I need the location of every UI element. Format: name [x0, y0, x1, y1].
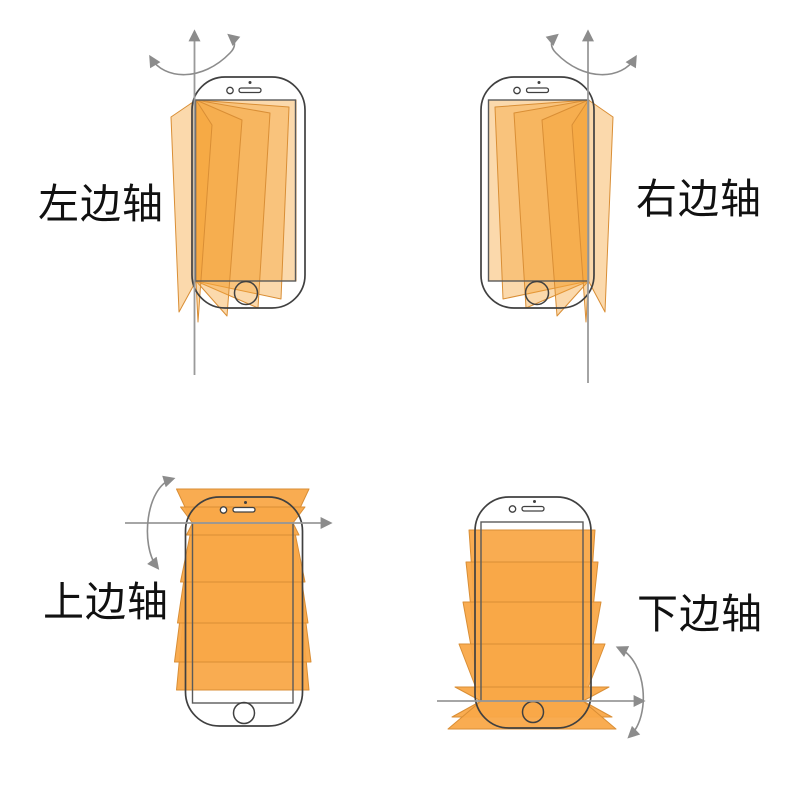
bottom-axis-label: 下边轴: [637, 591, 763, 637]
rotation-arc-arrow-icon: [149, 33, 241, 76]
camera-icon: [219, 506, 228, 514]
home-button-icon: [524, 280, 550, 306]
right-axis-label: 右边轴: [636, 176, 762, 222]
speaker-icon: [232, 506, 256, 513]
rotation-arc-arrow-icon: [545, 33, 637, 76]
speaker-icon: [238, 87, 262, 94]
sensor-dot-icon: [244, 501, 247, 504]
camera-icon: [508, 505, 517, 513]
speaker-icon: [521, 505, 545, 512]
rotation-arc-arrow-icon: [146, 475, 176, 570]
phone-body: [192, 77, 305, 308]
home-button-icon: [233, 280, 259, 306]
sensor-dot-icon: [537, 81, 541, 84]
figure-bottom-edge-axis: [437, 496, 646, 739]
home-button-icon: [232, 701, 256, 725]
phone-body: [481, 77, 594, 308]
figure-top-edge-axis: [125, 475, 333, 727]
sensor-dot-icon: [248, 81, 252, 84]
speaker-icon: [525, 87, 550, 94]
figure-left-edge-axis: [149, 29, 306, 375]
camera-icon: [226, 86, 234, 95]
phone-outline-icon: [191, 76, 306, 309]
flip-page-fan-icon: [174, 488, 312, 691]
figure-right-edge-axis: [480, 29, 637, 383]
top-axis-label: 上边轴: [43, 579, 169, 625]
phone-outline-icon: [480, 76, 595, 309]
flip-page-fan-icon: [447, 529, 617, 730]
camera-icon: [513, 86, 521, 95]
rotation-arc-arrow-icon: [615, 646, 645, 739]
sensor-dot-icon: [533, 500, 536, 503]
left-axis-label: 左边轴: [38, 181, 164, 227]
phone-outline-icon: [184, 496, 304, 727]
flip-page-fan-icon: [170, 99, 297, 323]
